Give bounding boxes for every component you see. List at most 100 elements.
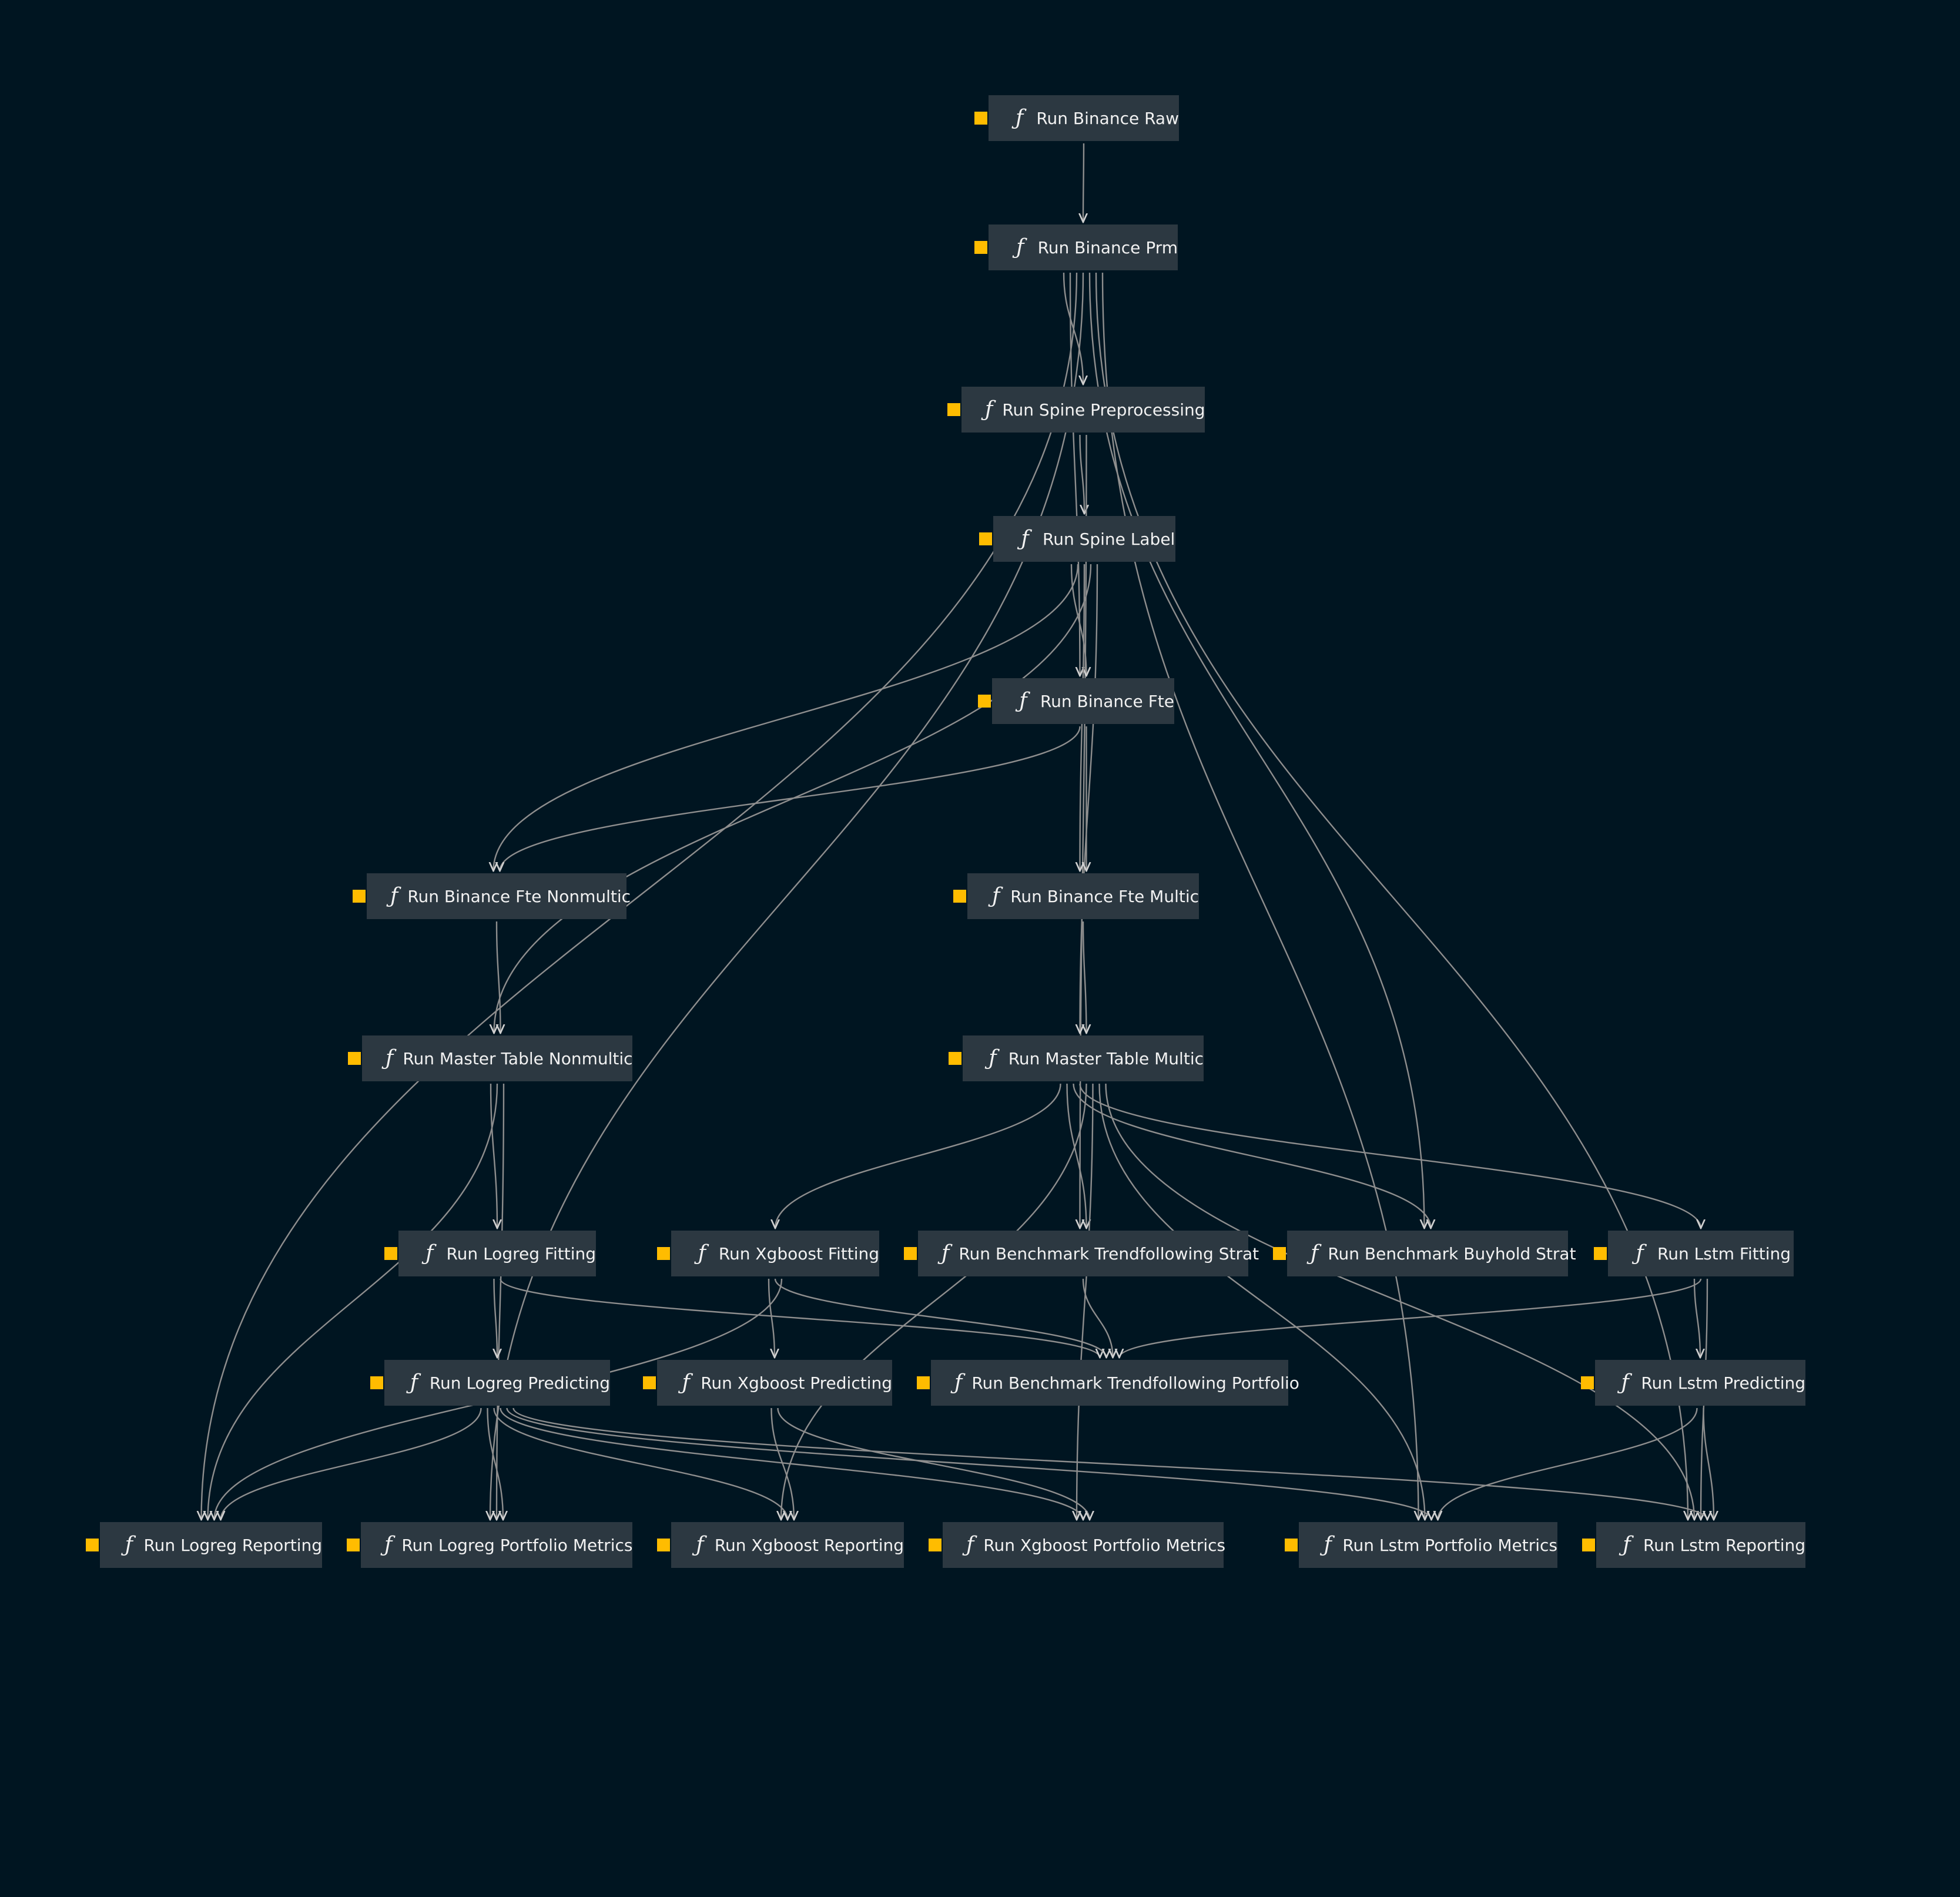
node-status-tag bbox=[384, 1247, 397, 1260]
edge-run-logreg-predicting-to-run-xgboost-reporting bbox=[493, 1407, 788, 1520]
function-icon: ƒ bbox=[390, 884, 398, 908]
edge-run-binance-prm-to-run-benchmark-buyhold-strat bbox=[1088, 272, 1425, 1228]
edge-run-xgboost-fitting-to-run-benchmark-trendfollowing-portfolio bbox=[774, 1278, 1107, 1358]
node-label: Run Logreg Reporting bbox=[143, 1535, 322, 1555]
function-icon: ƒ bbox=[125, 1533, 133, 1557]
edge-run-binance-prm-to-run-binance-fte bbox=[1069, 272, 1080, 676]
node-status-tag bbox=[917, 1376, 930, 1389]
function-icon: ƒ bbox=[966, 1533, 974, 1557]
node-status-tag bbox=[86, 1539, 99, 1551]
node-label: Run Benchmark Buyhold Strat bbox=[1328, 1244, 1576, 1263]
node-label: Run Lstm Reporting bbox=[1643, 1535, 1805, 1555]
edge-run-spine-label-to-run-binance-fte bbox=[1070, 564, 1087, 676]
node-status-tag bbox=[947, 403, 960, 416]
function-icon: ƒ bbox=[1016, 235, 1024, 259]
node-label: Run Lstm Portfolio Metrics bbox=[1342, 1535, 1557, 1555]
node-label: Run Master Table Nonmultic bbox=[403, 1048, 633, 1068]
edge-run-logreg-predicting-to-run-xgboost-portfolio-metrics bbox=[500, 1407, 1084, 1520]
edge-run-binance-raw-to-run-binance-prm bbox=[1083, 143, 1084, 222]
node-status-tag bbox=[348, 1052, 361, 1065]
function-icon: ƒ bbox=[425, 1241, 434, 1265]
function-icon: ƒ bbox=[1636, 1241, 1644, 1265]
node-run-binance-prm[interactable]: ƒ Run Binance Prm bbox=[974, 224, 1178, 270]
node-status-tag bbox=[1581, 1376, 1594, 1389]
function-icon: ƒ bbox=[386, 1046, 394, 1070]
edge-run-spine-label-to-run-binance-fte-nonmultic bbox=[494, 564, 1079, 871]
node-run-benchmark-buyhold-strat[interactable]: ƒ Run Benchmark Buyhold Strat bbox=[1273, 1231, 1576, 1276]
node-status-tag bbox=[978, 695, 991, 708]
node-run-benchmark-trendfollowing-strat[interactable]: ƒ Run Benchmark Trendfollowing Strat bbox=[904, 1231, 1259, 1276]
edge-run-binance-prm-to-run-logreg-portfolio-metrics bbox=[490, 272, 1084, 1520]
node-run-logreg-reporting[interactable]: ƒ Run Logreg Reporting bbox=[86, 1522, 322, 1568]
node-status-tag bbox=[353, 890, 366, 903]
node-label: Run Xgboost Predicting bbox=[701, 1373, 892, 1393]
node-label: Run Benchmark Trendfollowing Portfolio bbox=[971, 1373, 1299, 1393]
node-status-tag bbox=[1582, 1539, 1595, 1551]
edge-run-logreg-predicting-to-run-logreg-portfolio-metrics bbox=[487, 1407, 504, 1520]
edge-run-master-table-nonmultic-to-run-logreg-fitting bbox=[490, 1083, 497, 1228]
node-label: Run Xgboost Portfolio Metrics bbox=[983, 1535, 1226, 1555]
function-icon: ƒ bbox=[410, 1370, 418, 1395]
node-label: Run Binance Fte Multic bbox=[1010, 886, 1199, 906]
function-icon: ƒ bbox=[1311, 1241, 1319, 1265]
edge-run-binance-fte-to-run-binance-fte-nonmultic bbox=[500, 726, 1081, 871]
edge-run-binance-fte-multic-to-run-master-table-multic bbox=[1083, 921, 1087, 1033]
node-status-tag bbox=[657, 1539, 670, 1551]
node-label: Run Logreg Portfolio Metrics bbox=[401, 1535, 633, 1555]
node-status-tag bbox=[657, 1247, 670, 1260]
node-label: Run Binance Prm bbox=[1037, 237, 1178, 257]
node-status-tag bbox=[974, 112, 987, 125]
node-label: Run Xgboost Fitting bbox=[718, 1244, 879, 1263]
function-icon: ƒ bbox=[991, 884, 1000, 908]
node-status-tag bbox=[929, 1539, 942, 1551]
node-run-xgboost-fitting[interactable]: ƒ Run Xgboost Fitting bbox=[657, 1231, 879, 1276]
node-label: Run Master Table Multic bbox=[1008, 1048, 1204, 1068]
node-run-binance-fte-multic[interactable]: ƒ Run Binance Fte Multic bbox=[953, 873, 1199, 919]
node-label: Run Binance Fte Nonmultic bbox=[407, 886, 631, 906]
node-run-logreg-portfolio-metrics[interactable]: ƒ Run Logreg Portfolio Metrics bbox=[347, 1522, 633, 1568]
edge-run-master-table-multic-to-run-xgboost-portfolio-metrics bbox=[1077, 1083, 1094, 1520]
node-status-tag bbox=[370, 1376, 383, 1389]
edge-run-lstm-fitting-to-run-benchmark-trendfollowing-portfolio bbox=[1120, 1278, 1702, 1358]
edge-run-lstm-predicting-to-run-lstm-reporting bbox=[1703, 1407, 1714, 1520]
edge-run-logreg-fitting-to-run-logreg-predicting bbox=[494, 1278, 498, 1358]
node-run-binance-fte-nonmultic[interactable]: ƒ Run Binance Fte Nonmultic bbox=[353, 873, 631, 919]
function-icon: ƒ bbox=[698, 1241, 706, 1265]
edge-run-lstm-predicting-to-run-lstm-portfolio-metrics bbox=[1438, 1407, 1698, 1520]
edge-run-xgboost-fitting-to-run-xgboost-predicting bbox=[768, 1278, 775, 1358]
node-status-tag bbox=[979, 532, 992, 545]
node-status-tag bbox=[347, 1539, 360, 1551]
function-icon: ƒ bbox=[384, 1533, 393, 1557]
node-status-tag bbox=[949, 1052, 961, 1065]
node-run-master-table-nonmultic[interactable]: ƒ Run Master Table Nonmultic bbox=[348, 1035, 633, 1081]
edge-run-logreg-fitting-to-run-benchmark-trendfollowing-portfolio bbox=[500, 1278, 1100, 1358]
edge-run-master-table-multic-to-run-xgboost-reporting bbox=[781, 1083, 1087, 1520]
edge-run-xgboost-predicting-to-run-xgboost-reporting bbox=[770, 1407, 795, 1520]
function-icon: ƒ bbox=[942, 1241, 950, 1265]
edge-run-master-table-multic-to-run-lstm-portfolio-metrics bbox=[1098, 1083, 1425, 1520]
edge-run-master-table-multic-to-run-lstm-fitting bbox=[1079, 1083, 1701, 1228]
node-label: Run Benchmark Trendfollowing Strat bbox=[959, 1244, 1259, 1263]
node-label: Run Lstm Predicting bbox=[1641, 1373, 1805, 1393]
node-run-xgboost-portfolio-metrics[interactable]: ƒ Run Xgboost Portfolio Metrics bbox=[929, 1522, 1226, 1568]
function-icon: ƒ bbox=[1019, 689, 1027, 713]
edge-run-master-table-multic-to-run-benchmark-trendfollowing-strat bbox=[1066, 1083, 1087, 1228]
node-label: Run Xgboost Reporting bbox=[714, 1535, 904, 1555]
edge-run-master-table-multic-to-run-xgboost-fitting bbox=[775, 1083, 1061, 1228]
